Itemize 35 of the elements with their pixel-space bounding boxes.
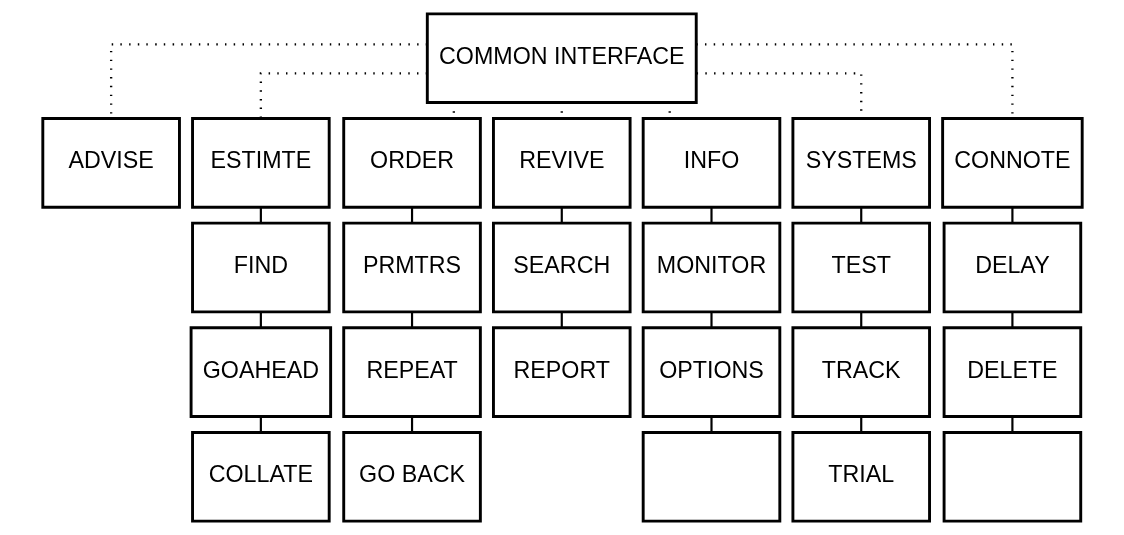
connector bbox=[709, 311, 713, 328]
node-box: REPEAT bbox=[341, 326, 482, 418]
connector bbox=[259, 207, 262, 223]
node-box: ORDER bbox=[341, 117, 482, 209]
node-box: REVIVE bbox=[491, 117, 632, 209]
node-box: ADVISE bbox=[40, 117, 181, 209]
connector bbox=[560, 207, 563, 223]
node-box: FIND bbox=[190, 221, 331, 314]
node-box: MONITOR bbox=[641, 221, 781, 314]
node-box: TRIAL bbox=[790, 431, 931, 523]
connector bbox=[259, 72, 427, 119]
connector bbox=[410, 207, 413, 223]
node-box: DELAY bbox=[942, 221, 1082, 314]
node-box: COMMON INTERFACE bbox=[425, 12, 698, 104]
connector bbox=[109, 43, 427, 119]
node-box: INFO bbox=[641, 117, 781, 209]
node-box: CONNOTE bbox=[940, 117, 1084, 209]
node-box: PRMTRS bbox=[341, 221, 482, 314]
node-box: GOAHEAD bbox=[189, 326, 332, 418]
node-box: ESTIMTE bbox=[190, 117, 331, 209]
node-box: REPORT bbox=[491, 326, 632, 418]
node-box: DELETE bbox=[942, 326, 1082, 418]
node-box bbox=[641, 431, 781, 523]
connector bbox=[859, 207, 862, 223]
node-box: COLLATE bbox=[190, 431, 331, 523]
node-box: TRACK bbox=[790, 326, 931, 418]
node-box: OPTIONS bbox=[641, 326, 781, 418]
node-box bbox=[942, 431, 1082, 523]
connector bbox=[709, 207, 713, 223]
connector bbox=[1010, 207, 1013, 223]
node-box: GO BACK bbox=[341, 431, 482, 523]
node-box: TEST bbox=[790, 221, 931, 314]
node-box: SYSTEMS bbox=[790, 117, 931, 209]
node-box: SEARCH bbox=[491, 221, 632, 314]
connector bbox=[709, 416, 713, 433]
